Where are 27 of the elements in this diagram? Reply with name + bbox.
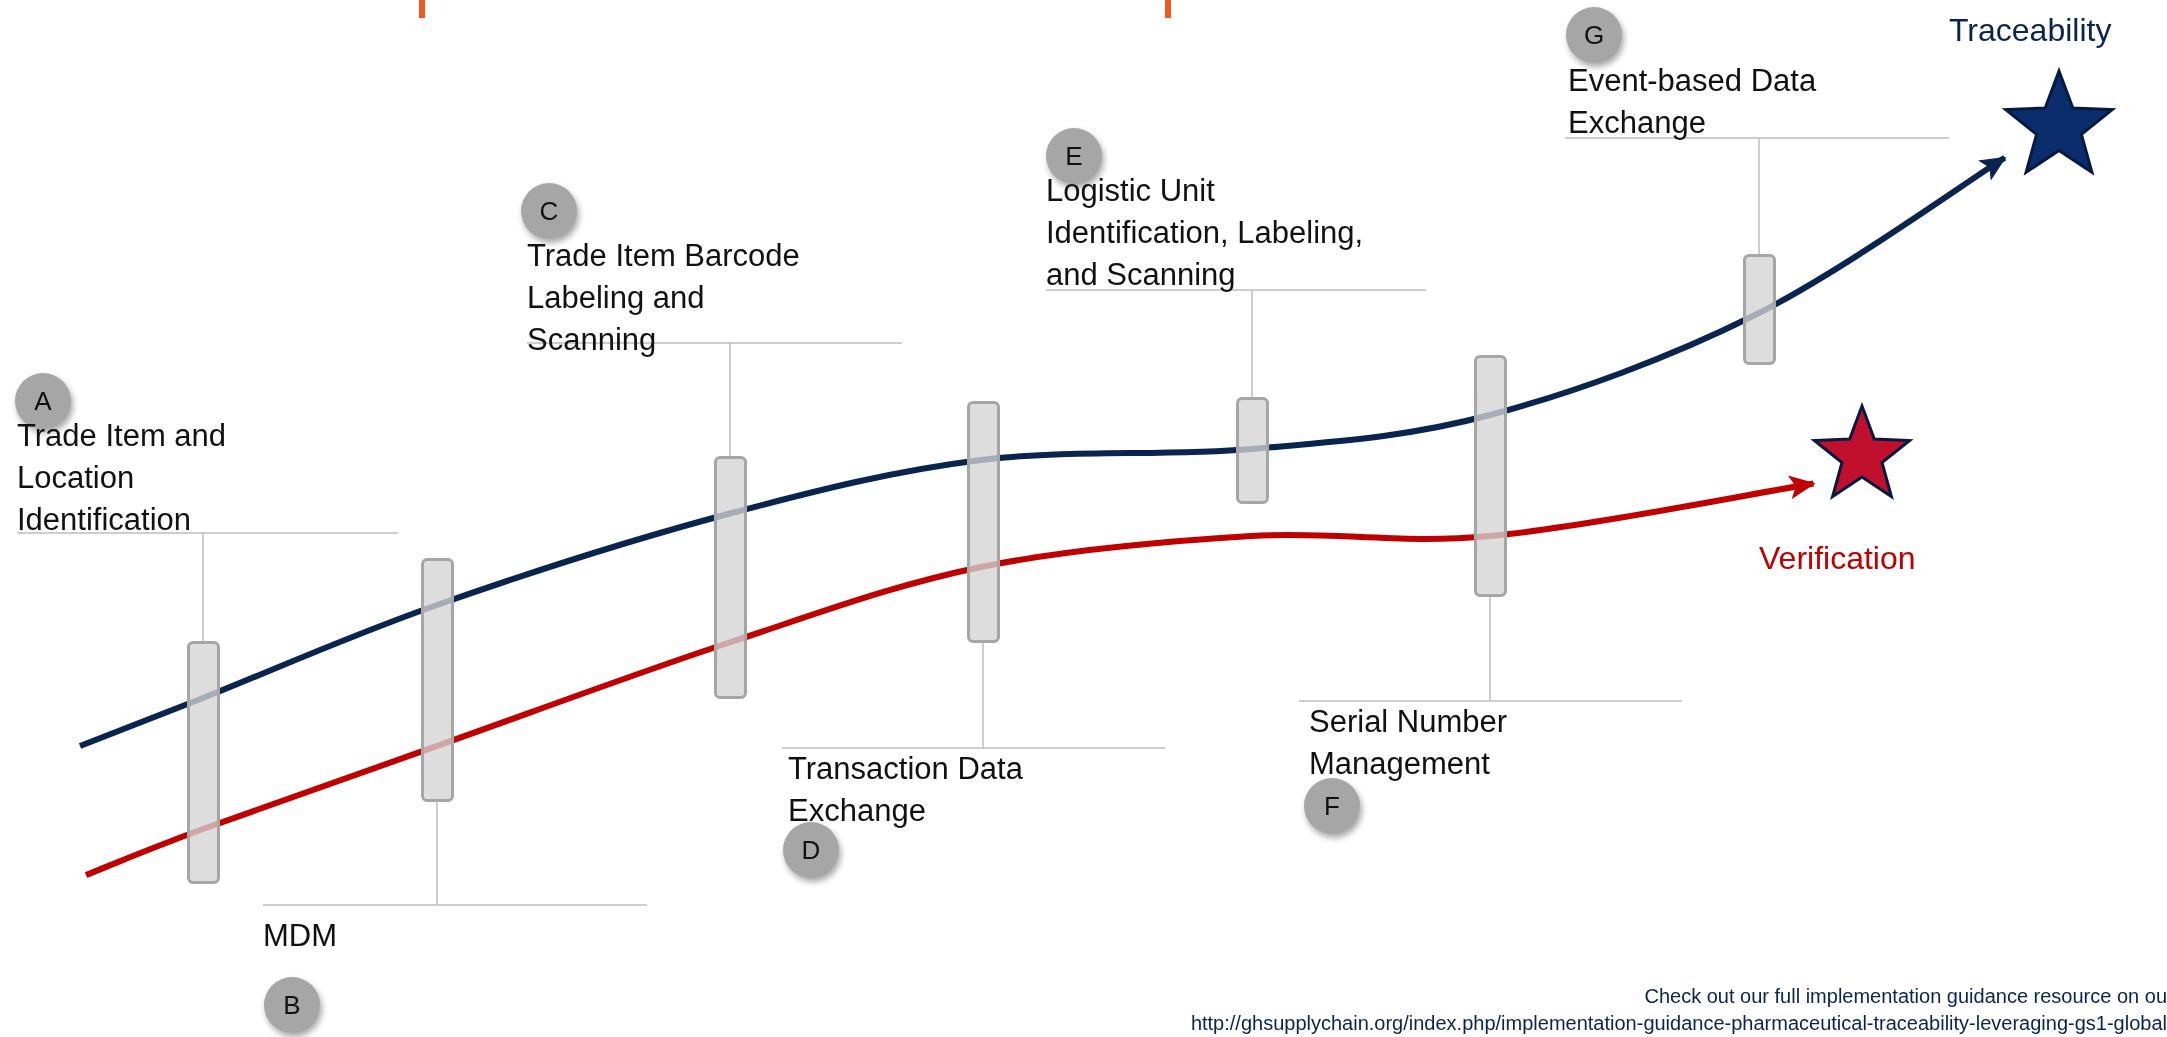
vertical-bar <box>714 456 747 699</box>
step-label: Event-based Data Exchange <box>1568 60 1888 144</box>
leader-line <box>1298 596 1683 702</box>
vertical-bar <box>1474 355 1507 597</box>
vertical-bar <box>1743 254 1776 365</box>
footer-link: http://ghsupplychain.org/index.php/implementation-guidance-pharmaceutical-traceability-leveraging-gs1-global <box>1190 1012 2167 1035</box>
letter-badge: D <box>783 822 839 878</box>
letter-badge: B <box>264 977 320 1033</box>
vertical-bar <box>1236 397 1269 504</box>
goal-label: Verification <box>1759 540 1916 577</box>
footer-note: Check out our full implementation guidance resource on ou <box>1644 985 2167 1008</box>
leader-line <box>1564 137 1950 255</box>
vertical-bar <box>967 401 1000 643</box>
step-label: MDM <box>263 915 463 957</box>
vertical-bar <box>187 641 220 884</box>
leader-line <box>16 532 399 642</box>
letter-badge: F <box>1304 778 1360 834</box>
goal-label: Traceability <box>1949 12 2112 49</box>
letter-badge: G <box>1566 7 1622 63</box>
trend-arrow <box>84 475 1816 878</box>
trend-arrow <box>78 155 2007 749</box>
leader-line <box>1045 289 1427 398</box>
leader-line <box>781 642 1166 749</box>
vertical-bar <box>421 558 454 802</box>
leader-line <box>262 801 648 906</box>
letter-badge: C <box>521 183 577 239</box>
leader-line <box>526 342 903 457</box>
